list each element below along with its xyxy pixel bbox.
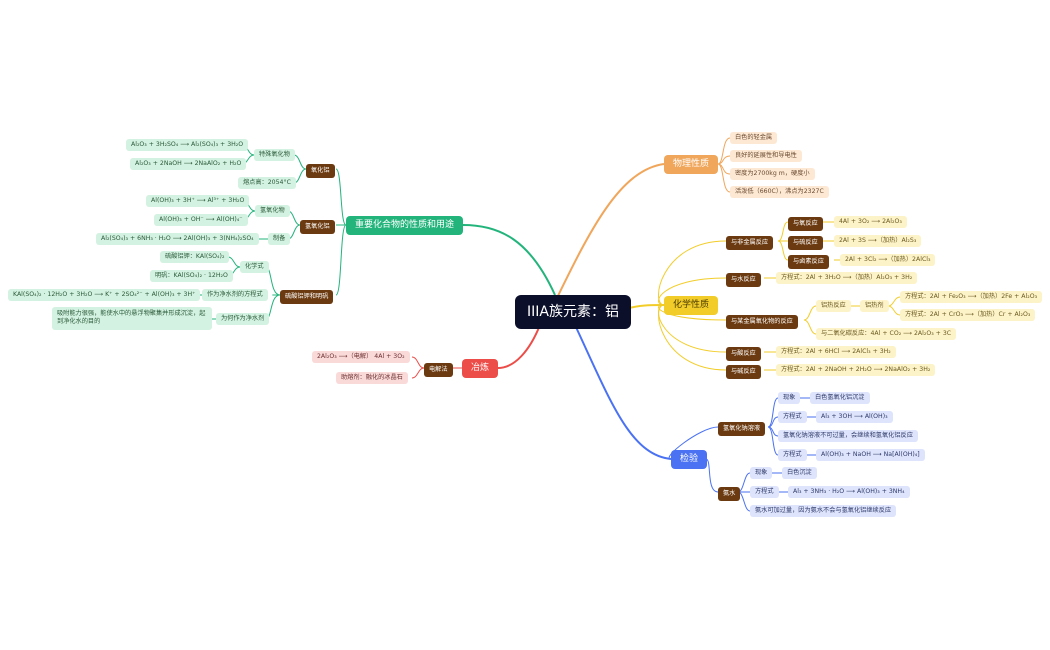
comp-alum-why: 为何作为净水剂	[216, 313, 270, 326]
comp-hydroxide-eq3: Al₂(SO₄)₃ + 6NH₃ · H₂O ⟶ 2Al(OH)₃ + 3(NH…	[96, 233, 259, 246]
chem-acid-eq: 方程式：2Al + 6HCl ⟶ 2AlCl₃ + 3H₂	[776, 346, 896, 359]
test-naoh-note: 氢氧化钠溶液不可过量，会继续和氢氧化铝反应	[778, 430, 918, 443]
physical-item: 密度为2700kg m，硬度小	[730, 168, 815, 181]
comp-oxide-special: 特殊氧化物	[254, 149, 295, 162]
chem-halogen-eq: 2Al + 3Cl₂ ⟶（加热）2AlCl₃	[840, 254, 936, 267]
comp-hydroxide[interactable]: 氢氧化铝	[300, 220, 335, 235]
smelt-electrolysis[interactable]: 电解法	[424, 363, 453, 378]
comp-alum-f2: 明矾：KAl(SO₄)₂ · 12H₂O	[150, 270, 233, 283]
physical-item: 白色的轻金属	[730, 132, 778, 145]
comp-hydroxide-amphoteric: 氢氧化物	[255, 205, 290, 218]
chem-thermite-agent: 铝热剂	[860, 300, 889, 313]
smelt-eq: 2Al₂O₃ ⟶（电解） 4Al + 3O₂	[312, 351, 410, 364]
chem-acid[interactable]: 与酸反应	[726, 347, 761, 362]
test-naoh-eq2-label: 方程式	[778, 449, 807, 462]
comp-hydroxide-prep: 制备	[268, 233, 291, 246]
test-naoh-eq1: Al₃ + 3OH ⟶ Al(OH)₃	[816, 411, 893, 424]
chem-metal-oxide[interactable]: 与某金属氧化物的反应	[726, 315, 798, 330]
test-naoh-eq1-label: 方程式	[778, 411, 807, 424]
branch-compounds[interactable]: 重要化合物的性质和用途	[346, 216, 464, 235]
comp-oxide-eq1: Al₂O₃ + 3H₂SO₄ ⟶ Al₂(SO₄)₃ + 3H₂O	[126, 139, 249, 152]
comp-alum-purifier-label: 作为净水剂的方程式	[202, 289, 268, 302]
test-ammonia-phenomenon-val: 白色沉淀	[782, 467, 817, 480]
chem-water[interactable]: 与水反应	[726, 273, 761, 288]
test-naoh-phenomenon: 现象	[778, 392, 801, 405]
branch-physical[interactable]: 物理性质	[664, 155, 719, 174]
comp-alum-f1: 硫酸铝钾：KAl(SO₄)₂	[160, 251, 230, 264]
chem-oxygen-eq: 4Al + 3O₂ ⟶ 2Al₂O₃	[834, 216, 907, 229]
test-ammonia-eq-label: 方程式	[750, 486, 779, 499]
chem-sulfur[interactable]: 与硫反应	[788, 236, 823, 251]
test-ammonia[interactable]: 氨水	[718, 487, 741, 502]
comp-oxide[interactable]: 氧化铝	[306, 164, 335, 179]
smelt-flux: 助熔剂：融化的冰晶石	[336, 372, 408, 385]
chem-co2: 与二氧化碳反应：4Al + CO₂ ⟶ 2Al₂O₃ + 3C	[816, 328, 957, 341]
physical-item: 活泼低（660C），沸点为2327C	[730, 186, 829, 199]
chem-thermite: 铝热反应	[816, 300, 851, 313]
chem-base-eq: 方程式：2Al + 2NaOH + 2H₂O ⟶ 2NaAlO₂ + 3H₂	[776, 364, 936, 377]
chem-sulfur-eq: 2Al + 3S ⟶（加热）Al₂S₃	[834, 235, 922, 248]
test-naoh[interactable]: 氢氧化钠溶液	[718, 422, 766, 437]
test-ammonia-note: 氨水可加过量，因为氨水不会与氢氧化铝继续反应	[750, 505, 897, 518]
chem-halogen[interactable]: 与卤素反应	[788, 255, 829, 270]
root-topic[interactable]: IIIA族元素：铝	[515, 295, 631, 329]
branch-test[interactable]: 检验	[671, 450, 708, 469]
test-naoh-eq2: Al(OH)₃ + NaOH ⟶ Na[Al(OH)₄]	[816, 449, 925, 462]
chem-base[interactable]: 与碱反应	[726, 365, 761, 380]
comp-alum-why-text: 吸附能力很强，能使水中的悬浮物聚集并形成沉淀，起到净化水的目的	[52, 307, 212, 330]
branch-smelting[interactable]: 冶炼	[462, 359, 499, 378]
comp-alum-formula: 化学式	[240, 261, 269, 274]
chem-nonmetal[interactable]: 与非金属反应	[726, 236, 774, 251]
test-ammonia-eq: Al₃ + 3NH₃ · H₂O ⟶ Al(OH)₃ + 3NH₄	[788, 486, 910, 499]
test-ammonia-phenomenon: 现象	[750, 467, 773, 480]
comp-oxide-eq2: Al₂O₃ + 2NaOH ⟶ 2NaAlO₂ + H₂O	[130, 158, 247, 171]
chem-thermite-eq1: 方程式：2Al + Fe₂O₃ ⟶（加热）2Fe + Al₂O₃	[900, 291, 1043, 304]
chem-oxygen[interactable]: 与氧反应	[788, 217, 823, 232]
comp-oxide-mp: 熔点高：2054°C	[238, 177, 296, 190]
branch-chemical[interactable]: 化学性质	[664, 296, 719, 315]
comp-alum[interactable]: 硫酸铝钾和明矾	[280, 290, 334, 305]
physical-item: 良好的延展性和导电性	[730, 150, 802, 163]
test-naoh-phenomenon-val: 白色氢氧化铝沉淀	[810, 392, 870, 405]
comp-alum-purifier-eq: KAl(SO₄)₂ · 12H₂O + 3H₂O ⟶ K⁺ + 2SO₄²⁻ +…	[8, 289, 201, 302]
chem-water-eq: 方程式：2Al + 3H₂O ⟶（加热）Al₂O₃ + 3H₂	[776, 272, 918, 285]
comp-hydroxide-eq1: Al(OH)₃ + 3H⁺ ⟶ Al³⁺ + 3H₂O	[146, 195, 250, 208]
chem-thermite-eq2: 方程式：2Al + CrO₃ ⟶（加热）Cr + Al₂O₃	[900, 309, 1036, 322]
comp-hydroxide-eq2: Al(OH)₃ + OH⁻ ⟶ Al(OH)₄⁻	[154, 214, 248, 227]
